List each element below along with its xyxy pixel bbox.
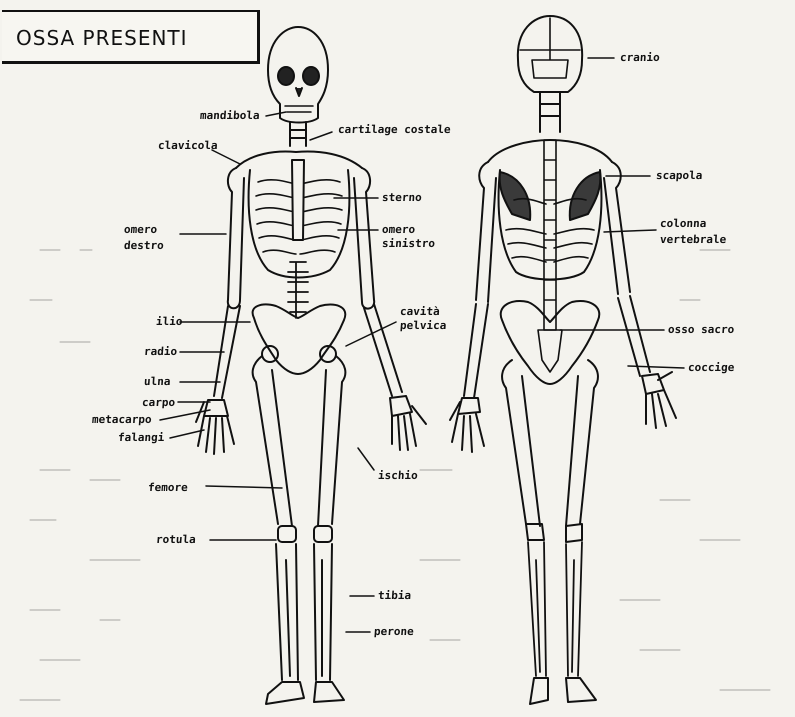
label-mandibola: mandibola <box>200 110 260 122</box>
back-scapula-left <box>570 172 601 220</box>
back-femur-left <box>566 360 598 526</box>
label-ilio: ilio <box>156 316 183 328</box>
front-femur-right <box>253 356 292 526</box>
back-sacrum <box>538 330 562 372</box>
back-neck <box>540 92 560 132</box>
front-patella-right <box>278 526 296 542</box>
front-humerus-right <box>228 168 244 308</box>
label-cavita-2: pelvica <box>400 320 447 332</box>
front-tibia-right <box>276 544 298 680</box>
front-nose <box>296 88 302 96</box>
label-radio: radio <box>144 346 178 358</box>
back-humerus-left <box>604 162 630 294</box>
back-skeleton <box>450 16 676 704</box>
back-foot-right <box>530 678 548 704</box>
label-metacarpo: metacarpo <box>92 414 152 426</box>
front-sternum <box>292 160 304 240</box>
label-omero-sinistro-1: omero <box>382 224 416 236</box>
front-hand-left <box>390 396 426 450</box>
front-eye-right <box>303 67 319 85</box>
front-foot-left <box>314 682 344 702</box>
label-scapola: scapola <box>656 170 703 182</box>
front-neck <box>290 122 306 146</box>
label-clavicola: clavicola <box>158 140 218 152</box>
back-forearm-right <box>464 304 488 398</box>
front-patella-left <box>314 526 332 542</box>
front-humerus-left <box>354 168 374 309</box>
label-cartilage: cartilage costale <box>338 124 451 136</box>
back-scapula-right <box>500 172 531 220</box>
back-forearm-left <box>618 296 650 376</box>
label-omero-destro-2: destro <box>124 240 165 252</box>
back-humerus-right <box>476 162 496 302</box>
front-femur-left <box>318 356 345 526</box>
front-teeth <box>285 106 313 112</box>
label-tibia: tibia <box>378 590 412 602</box>
back-femur-right <box>502 360 540 526</box>
front-hand-right <box>196 400 234 454</box>
label-osso-sacro: osso sacro <box>668 324 735 336</box>
back-knee-left <box>566 524 582 542</box>
back-tibia-right <box>528 542 546 676</box>
label-omero-destro-1: omero <box>124 224 158 236</box>
front-tibia-left <box>314 544 332 680</box>
label-coccige: coccige <box>688 362 735 374</box>
front-pelvis <box>253 305 346 375</box>
back-foot-left <box>566 678 596 702</box>
label-cranio: cranio <box>620 52 661 64</box>
label-colonna-2: vertebrale <box>660 234 727 246</box>
front-hip-left <box>262 346 278 362</box>
label-colonna-1: colonna <box>660 218 707 230</box>
label-omero-sinistro-2: sinistro <box>382 238 436 250</box>
label-falangi: falangi <box>118 432 165 444</box>
leader-lines <box>160 58 684 632</box>
back-tibia-left <box>566 542 582 676</box>
label-sterno: sterno <box>382 192 423 204</box>
back-shoulders <box>488 140 612 162</box>
back-spine <box>544 140 556 330</box>
label-cavita-1: cavità <box>400 306 441 318</box>
front-eye-left <box>278 67 294 85</box>
front-forearm-left <box>364 304 402 396</box>
back-hand-right <box>450 398 484 452</box>
label-perone: perone <box>374 626 415 638</box>
label-femore: femore <box>148 482 189 494</box>
back-skull-sutures <box>520 18 580 78</box>
back-knee-right <box>526 524 544 540</box>
label-rotula: rotula <box>156 534 197 546</box>
back-hand-left <box>642 372 676 428</box>
front-spine <box>288 262 308 318</box>
label-carpo: carpo <box>142 397 176 409</box>
label-ischio: ischio <box>378 470 419 482</box>
front-foot-right <box>266 682 304 704</box>
label-ulna: ulna <box>144 376 171 388</box>
